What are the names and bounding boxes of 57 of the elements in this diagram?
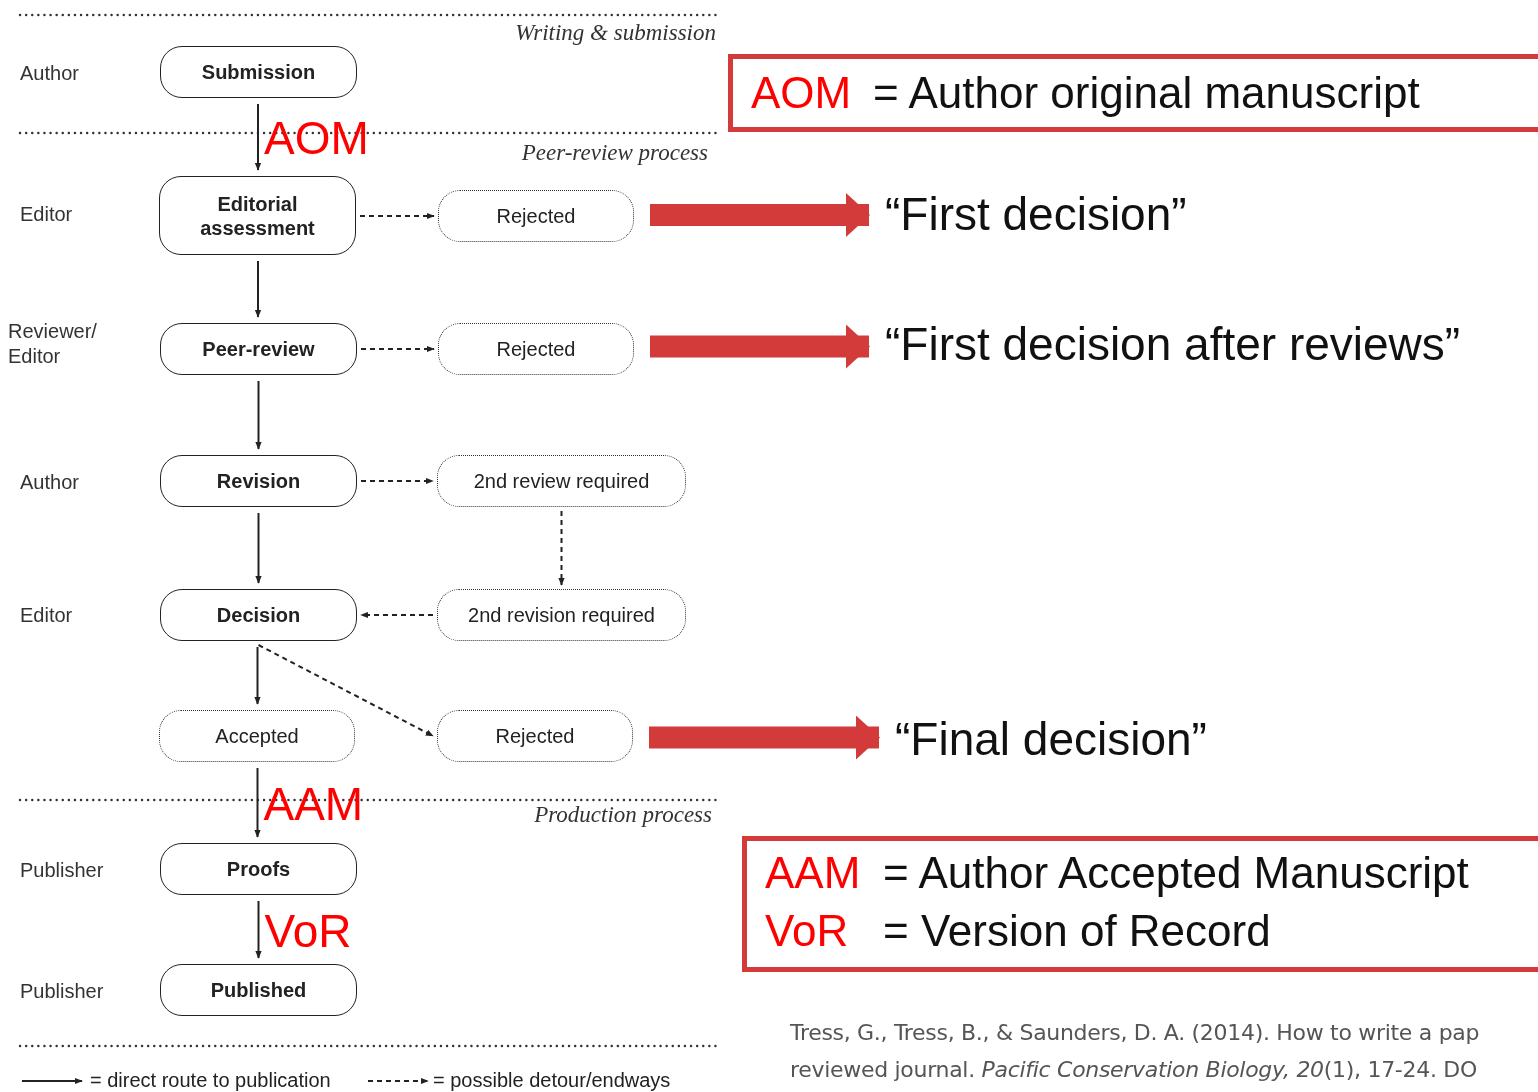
definition-box [742, 836, 1538, 972]
process-box: Revision [160, 455, 357, 507]
decision-label: “Final decision” [895, 713, 1495, 765]
arrow [360, 477, 434, 485]
edge-label: AOM [264, 115, 369, 161]
arrow [254, 646, 261, 705]
process-box: Decision [160, 589, 357, 641]
arrow [257, 644, 434, 737]
role-label: Reviewer/ Editor [8, 319, 98, 369]
arrow [359, 212, 435, 220]
block-arrow [650, 324, 870, 369]
process-box: Editorial assessment [159, 176, 356, 255]
legend-text: = direct route to publication [90, 1068, 331, 1092]
section-title: Writing & submission [515, 20, 716, 46]
edge-label: VoR [264, 907, 352, 954]
outcome-box: 2nd review required [437, 455, 686, 507]
block-arrow [650, 193, 870, 237]
process-box: Submission [160, 46, 357, 98]
section-title: Peer-review process [521, 140, 708, 166]
definition: = Version of Record [883, 907, 1271, 956]
arrow [360, 345, 435, 353]
role-label: Author [20, 470, 79, 495]
process-box: Published [160, 964, 357, 1016]
process-box: Proofs [160, 843, 357, 895]
outcome-box: Rejected [438, 190, 634, 242]
definition-box [728, 54, 1538, 132]
definition: = Author original manuscript [873, 69, 1420, 118]
arrow [254, 767, 261, 838]
definition: = Author Accepted Manuscript [883, 849, 1469, 898]
abbreviation: AAM [765, 849, 861, 898]
process-box: Peer-review [160, 323, 357, 375]
role-label: Publisher [20, 858, 104, 883]
role-label: Author [20, 61, 79, 86]
outcome-box: Accepted [159, 710, 355, 762]
role-label: Editor [20, 603, 73, 628]
arrow [255, 380, 262, 450]
citation-text: Tress, G., Tress, B., & Saunders, D. A. (2014). How to write a pap [790, 1020, 1480, 1045]
outcome-box: Rejected [438, 323, 634, 375]
block-arrow [649, 715, 880, 760]
decision-label: “First decision after reviews” [885, 318, 1535, 370]
edge-label: AAM [263, 780, 364, 827]
outcome-box: Rejected [437, 710, 633, 762]
legend-text: = possible detour/endways [433, 1068, 671, 1092]
arrow [254, 103, 262, 171]
section-title: Production process [534, 802, 712, 828]
arrow [360, 611, 434, 619]
abbreviation: VoR [765, 907, 849, 956]
role-label: Editor [20, 202, 73, 227]
arrow [558, 510, 565, 586]
arrow [255, 512, 262, 584]
outcome-box: 2nd revision required [437, 589, 686, 641]
role-label: Publisher [20, 979, 104, 1004]
arrow [254, 260, 262, 318]
decision-label: “First decision” [885, 188, 1485, 240]
arrow [255, 900, 262, 959]
abbreviation: AOM [751, 69, 852, 118]
citation-text: reviewed journal. Pacific Conservation Biology, 20(1), 17-24. DO [790, 1057, 1477, 1082]
